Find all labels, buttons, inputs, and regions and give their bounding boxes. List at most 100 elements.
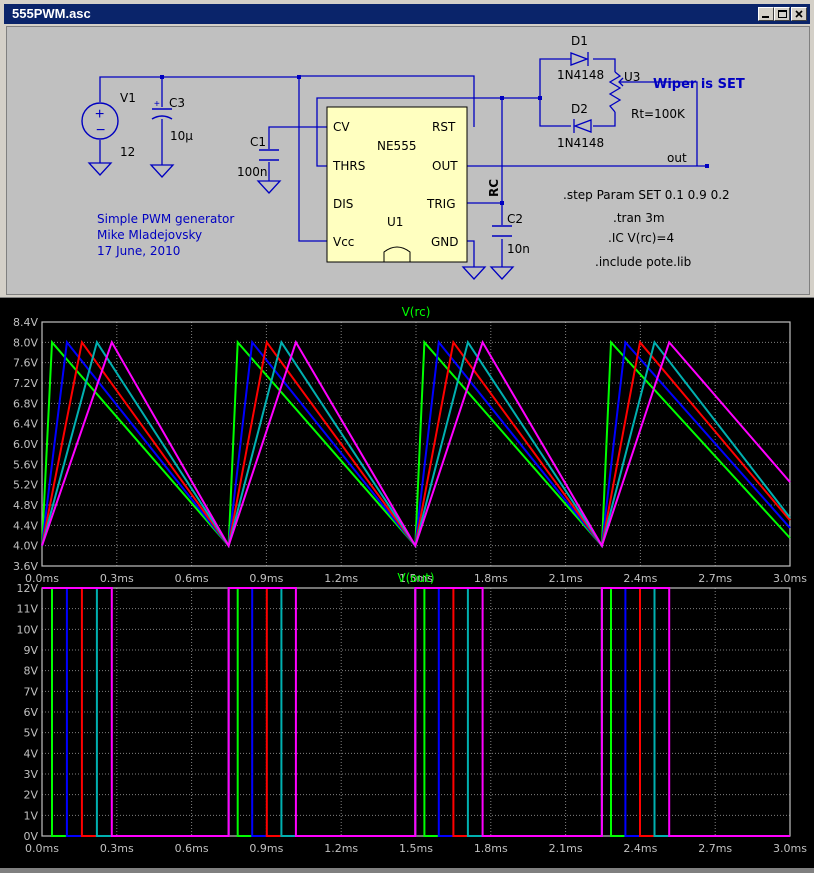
ground-icon [256, 180, 282, 194]
vrc-x-tick-label: 0.6ms [175, 572, 209, 585]
pin-cv: CV [333, 120, 350, 134]
net-label-out: out [667, 151, 687, 165]
vout-y-tick-label: 4V [23, 747, 38, 760]
c2-name: C2 [507, 212, 523, 226]
pin-gnd: GND [431, 235, 459, 249]
vrc-x-tick-label: 1.5ms [399, 572, 433, 585]
vrc-y-tick-label: 6.0V [13, 438, 38, 451]
voltage-source-v1[interactable]: + − [81, 102, 119, 140]
directive-step: .step Param SET 0.1 0.9 0.2 [563, 188, 730, 202]
svg-text:+: + [154, 99, 160, 110]
u3-value: Rt=100K [631, 107, 686, 121]
vrc-y-tick-label: 4.0V [13, 540, 38, 553]
d2-name: D2 [571, 102, 588, 116]
vrc-y-tick-label: 8.0V [13, 336, 38, 349]
ground-icon [489, 266, 515, 280]
vout-x-tick-label: 1.2ms [324, 842, 358, 855]
vrc-y-tick-label: 4.8V [13, 499, 38, 512]
vrc-y-tick-label: 5.2V [13, 479, 38, 492]
vout-y-tick-label: 3V [23, 768, 38, 781]
vout-y-tick-label: 9V [23, 644, 38, 657]
d1-model: 1N4148 [557, 68, 604, 82]
vrc-y-tick-label: 5.6V [13, 458, 38, 471]
vrc-y-tick-label: 6.8V [13, 397, 38, 410]
maximize-icon [778, 10, 787, 18]
ground-icon [149, 164, 175, 178]
diode-d1[interactable] [570, 52, 589, 66]
diode-d2[interactable] [573, 119, 592, 133]
vout-x-tick-label: 0.6ms [175, 842, 209, 855]
vrc-plot-frame [41, 321, 791, 567]
vrc-y-tick-label: 6.4V [13, 418, 38, 431]
vrc-x-tick-label: 2.1ms [549, 572, 583, 585]
ne555-part: NE555 [377, 139, 416, 153]
vout-x-tick-label: 2.4ms [623, 842, 657, 855]
window-title: 555PWM.asc [12, 6, 91, 21]
vout-y-tick-label: 7V [23, 685, 38, 698]
ne555-chip[interactable] [326, 106, 468, 263]
v1-value: 12 [120, 145, 135, 159]
capacitor-c3[interactable] [151, 108, 173, 120]
vout-x-tick-label: 1.8ms [474, 842, 508, 855]
vout-y-tick-label: 6V [23, 706, 38, 719]
vout-y-tick-label: 10V [16, 623, 38, 636]
ground-icon [87, 162, 113, 176]
vrc-x-tick-label: 0.9ms [249, 572, 283, 585]
vrc-x-tick-label: 0.3ms [100, 572, 134, 585]
pin-vcc: Vcc [333, 235, 354, 249]
minimize-button[interactable] [758, 7, 774, 21]
capacitor-c1[interactable] [259, 149, 279, 161]
vrc-y-tick-label: 7.6V [13, 357, 38, 370]
u3-name: U3 [624, 70, 640, 84]
vout-x-tick-label: 0.0ms [25, 842, 59, 855]
vrc-trace-title: V(rc) [402, 305, 431, 319]
vout-y-tick-label: 2V [23, 789, 38, 802]
svg-text:−: − [96, 122, 105, 139]
u1-name: U1 [387, 215, 403, 229]
pin-dis: DIS [333, 197, 353, 211]
schematic-window: 555PWM.asc [0, 0, 814, 297]
d1-name: D1 [571, 34, 588, 48]
c3-name: C3 [169, 96, 185, 110]
vout-x-tick-label: 2.1ms [549, 842, 583, 855]
vrc-y-tick-label: 4.4V [13, 519, 38, 532]
ground-icon [461, 266, 487, 280]
vout-series-4-line [42, 587, 790, 837]
vout-y-tick-label: 5V [23, 727, 38, 740]
pin-thrs: THRS [332, 159, 365, 173]
vout-y-tick-label: 8V [23, 665, 38, 678]
vrc-x-tick-label: 2.7ms [698, 572, 732, 585]
svg-text:+: + [95, 106, 104, 123]
v1-name: V1 [120, 91, 136, 105]
vrc-x-tick-label: 1.2ms [324, 572, 358, 585]
vrc-y-tick-label: 8.4V [13, 316, 38, 329]
potentiometer-u3[interactable] [608, 71, 629, 113]
vout-y-tick-label: 12V [16, 582, 38, 595]
maximize-button[interactable] [774, 7, 790, 21]
wiper-note: Wiper is SET [653, 77, 745, 92]
vrc-y-tick-label: 7.2V [13, 377, 38, 390]
capacitor-c2[interactable] [492, 225, 512, 237]
c1-value: 100n [237, 165, 268, 179]
close-button[interactable] [791, 7, 807, 21]
vout-x-tick-label: 3.0ms [773, 842, 807, 855]
vrc-x-tick-label: 0.0ms [25, 572, 59, 585]
pin-out: OUT [432, 159, 458, 173]
net-label-rc: RC [487, 179, 501, 197]
note-line-1: Simple PWM generator [97, 212, 234, 226]
vout-x-tick-label: 0.9ms [249, 842, 283, 855]
directive-ic: .IC V(rc)=4 [608, 231, 674, 245]
vout-y-tick-label: 1V [23, 809, 38, 822]
vrc-x-tick-label: 1.8ms [474, 572, 508, 585]
title-bar[interactable]: 555PWM.asc [4, 4, 810, 24]
schematic-canvas[interactable]: + − + [6, 26, 810, 295]
pin-rst: RST [432, 120, 456, 134]
vrc-x-tick-label: 3.0ms [773, 572, 807, 585]
c1-name: C1 [250, 135, 266, 149]
vrc-x-tick-label: 2.4ms [623, 572, 657, 585]
pin-trig: TRIG [426, 197, 456, 211]
vout-y-tick-label: 11V [16, 603, 38, 616]
directive-include: .include pote.lib [595, 255, 691, 269]
d2-model: 1N4148 [557, 136, 604, 150]
